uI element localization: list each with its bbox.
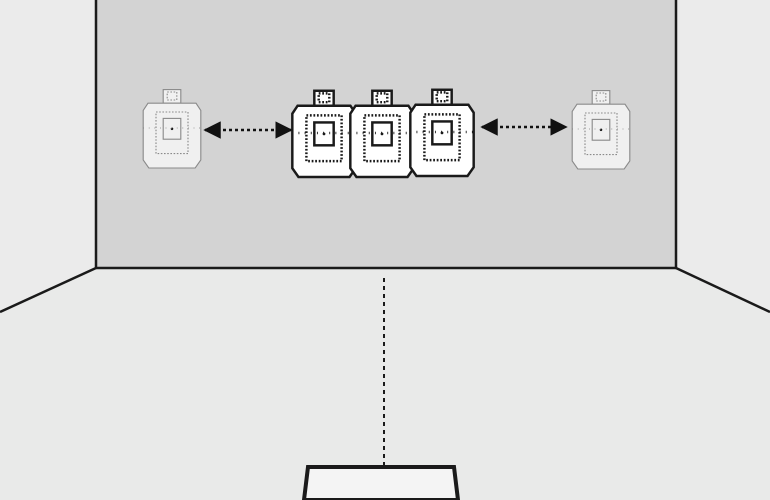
left-side-wall [0, 0, 96, 312]
right-side-wall [676, 0, 770, 312]
floor-left-edge [0, 266, 97, 314]
shooting-box [301, 465, 461, 500]
floor-right-edge [675, 266, 770, 314]
